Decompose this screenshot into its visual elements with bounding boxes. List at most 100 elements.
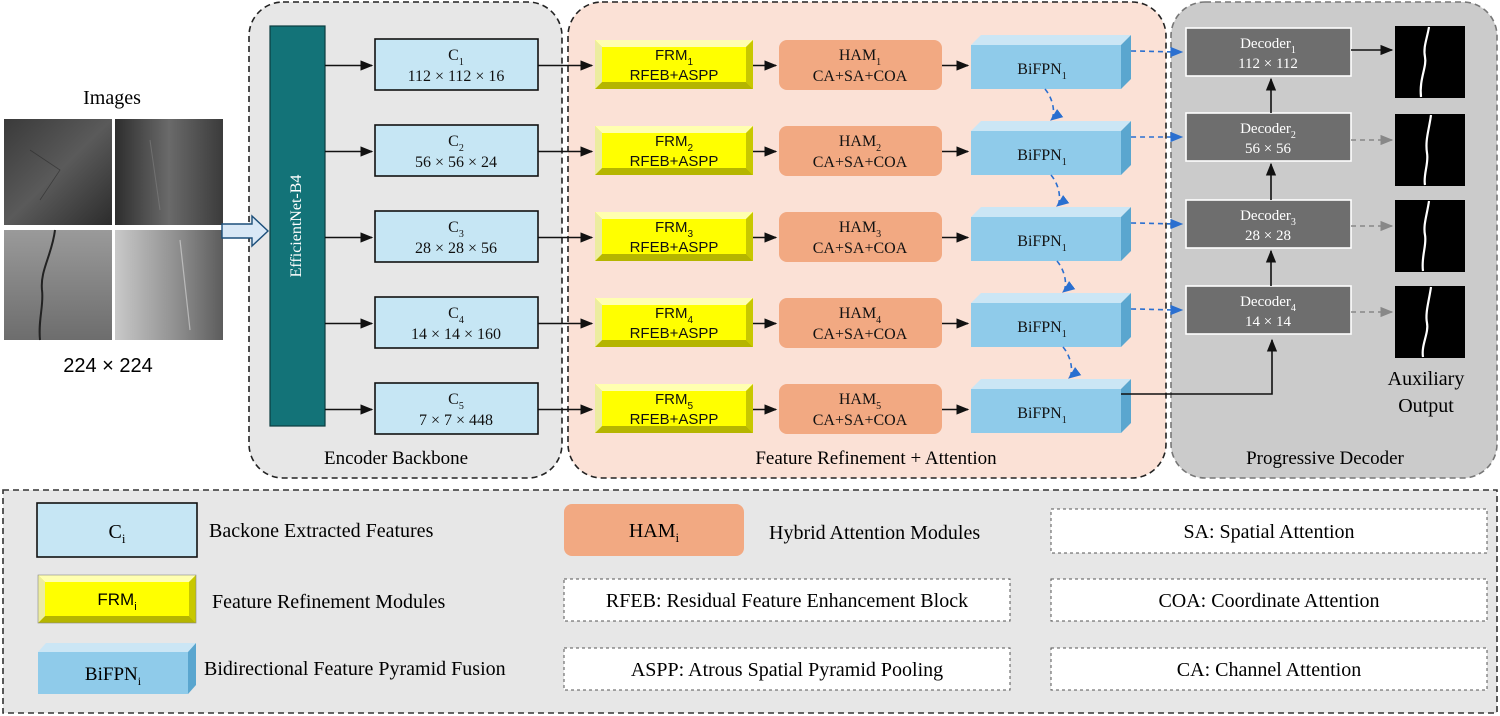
feature-label-c5: C5 [448,391,464,412]
feature-label-c1: C1 [448,47,464,68]
output-mask [1395,26,1465,98]
refinement-section-label: Feature Refinement + Attention [755,448,997,469]
ham-label-2: HAM2 [839,133,881,154]
efficientnet-backbone [269,25,326,427]
bifpn-label-3: BiFPN1 [1017,233,1066,254]
legend-ham-label: HAMi [629,520,680,545]
legend-ham-box [564,504,744,556]
frm-label-5: FRM5 [655,391,694,412]
arrow-bifpn-decoder-3 [1130,218,1184,230]
feature-dims-c3: 28 × 28 × 56 [415,240,497,257]
ham-box-2 [779,126,942,176]
legend-bifpn-label: BiFPNi [85,664,142,688]
frm-detail-5: RFEB+ASPP [630,411,719,428]
arrow-bifpn-down-3 [1056,260,1076,293]
auxiliary-mask-2 [1395,114,1465,186]
input-size: 224 × 224 [63,355,153,377]
ham-box-3 [779,212,942,262]
frm-label-1: FRM1 [655,47,694,68]
legend-ci-text: Backone Extracted Features [209,520,434,542]
feature-dims-c1: 112 × 112 × 16 [408,68,505,85]
frm-detail-3: RFEB+ASPP [630,239,719,256]
decoder-section-label: Progressive Decoder [1246,448,1404,469]
aux-label-line2: Output [1398,395,1454,417]
bifpn-label-4: BiFPN1 [1017,319,1066,340]
arrow-bifpn-down-4 [1062,346,1082,379]
legend-ca: CA: Channel Attention [1177,659,1361,681]
legend: Ci Backone Extracted Features FRMi Featu… [36,502,1488,694]
frm-box-5 [595,384,753,433]
legend-ci-label: Ci [109,521,126,546]
feature-box-c3 [374,210,539,263]
ham-box-5 [779,384,942,434]
frm-box-3 [595,212,753,261]
ham-label-5: HAM5 [839,391,881,412]
legend-aspp: ASPP: Atrous Spatial Pyramid Pooling [631,659,943,681]
ham-label-1: HAM1 [839,47,881,68]
backbone-label: EfficientNet-B4 [288,175,305,278]
feature-label-c4: C4 [448,305,464,326]
ham-detail-2: CA+SA+COA [813,154,908,171]
legend-frm-text: Feature Refinement Modules [212,591,445,613]
frm-box-1 [595,40,753,89]
legend-bifpn-text: Bidirectional Feature Pyramid Fusion [204,658,506,680]
auxiliary-mask-4 [1395,286,1465,358]
frm-box-4 [595,298,753,347]
frm-label-3: FRM3 [655,219,694,240]
legend-coa: COA: Coordinate Attention [1158,590,1379,612]
decoder-box-2 [1185,112,1352,162]
decoder-label-3: Decoder3 [1240,208,1296,228]
decoder-dims-4: 14 × 14 [1245,314,1291,330]
input-images [4,119,223,341]
ham-box-4 [779,298,942,348]
bifpn-label-2: BiFPN1 [1017,147,1066,168]
bifpn-label-1: BiFPN1 [1017,61,1066,82]
arrow-bifpn-decoder-1 [1130,46,1184,58]
frm-detail-1: RFEB+ASPP [630,67,719,84]
input-title: Images [83,87,141,109]
legend-ci-box [36,502,198,558]
encoder-section-label: Encoder Backbone [324,448,468,469]
arrow-bifpn-down-1 [1044,88,1064,121]
arrow-bifpn5-decoder4 [1121,338,1278,395]
legend-frm-label: FRMi [97,590,136,613]
bifpn-box-3 [971,207,1131,261]
bifpn-box-1 [971,35,1131,89]
frm-detail-2: RFEB+ASPP [630,153,719,170]
ham-box-1 [779,40,942,90]
ham-detail-5: CA+SA+COA [813,412,908,429]
feature-box-c5 [374,382,539,435]
decoder-label-4: Decoder4 [1240,294,1296,314]
ham-detail-3: CA+SA+COA [813,240,908,257]
legend-bifpn-box [38,643,196,694]
bifpn-box-4 [971,293,1131,347]
aux-label-line1: Auxiliary [1388,368,1465,390]
decoder-dims-2: 56 × 56 [1245,141,1291,157]
frm-label-4: FRM4 [655,305,694,326]
ham-label-4: HAM4 [839,305,881,326]
decoder-box-1 [1185,27,1352,77]
feature-box-c4 [374,296,539,349]
decoder-label-2: Decoder2 [1240,121,1296,141]
frm-box-2 [595,126,753,175]
legend-ham-text: Hybrid Attention Modules [769,522,980,544]
input-arrow [221,214,270,248]
ham-detail-4: CA+SA+COA [813,326,908,343]
decoder-box-4 [1185,285,1352,335]
arrow-bifpn-down-2 [1050,174,1070,207]
legend-rfeb: RFEB: Residual Feature Enhancement Block [606,590,968,612]
arrow-bifpn-decoder-4 [1130,304,1184,316]
auxiliary-mask-3 [1395,200,1465,272]
feature-label-c2: C2 [448,133,464,154]
decoder-label-1: Decoder1 [1240,36,1296,56]
legend-frm-box [37,574,197,624]
decoder-dims-3: 28 × 28 [1245,228,1291,244]
decoder-box-3 [1185,199,1352,249]
ham-label-3: HAM3 [839,219,881,240]
feature-dims-c2: 56 × 56 × 24 [415,154,497,171]
feature-box-c1 [374,38,539,91]
feature-label-c3: C3 [448,219,464,240]
frm-detail-4: RFEB+ASPP [630,325,719,342]
legend-sa: SA: Spatial Attention [1183,521,1354,543]
